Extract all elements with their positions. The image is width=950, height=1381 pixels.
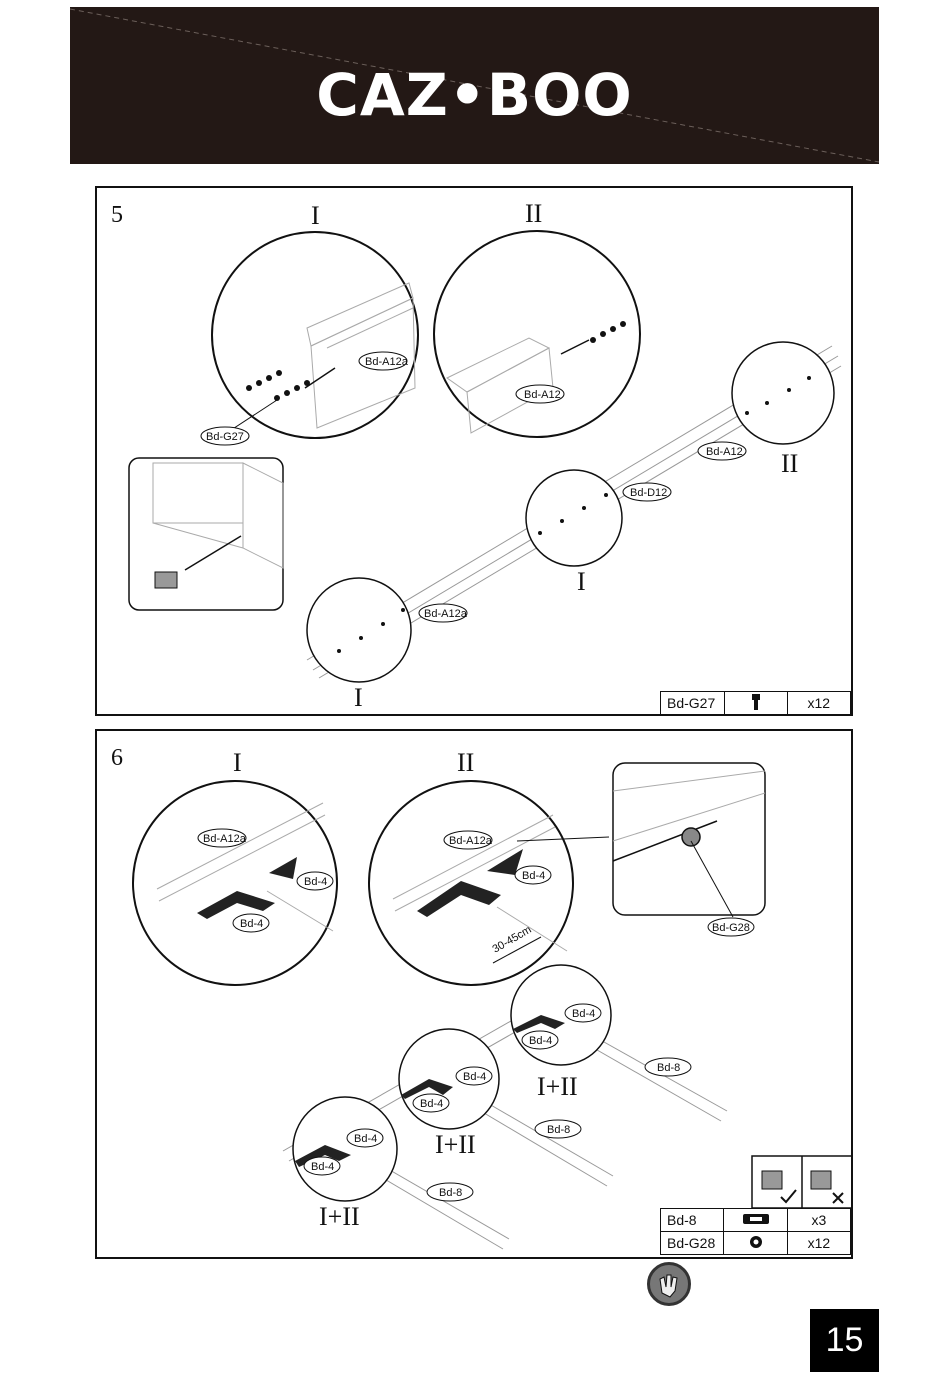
callout-a12-top: Bd-A12 [524, 389, 561, 401]
detail-circle-ii-rail [732, 342, 834, 444]
part-qty: x3 [787, 1209, 850, 1232]
part-code: Bd-G28 [661, 1232, 724, 1255]
callout-bd4-r1: Bd-4 [572, 1008, 595, 1020]
part-code: Bd-G27 [661, 692, 725, 715]
label-i-ii-right: I+II [537, 1072, 578, 1101]
callout-a12a-left: Bd-A12a [203, 833, 247, 845]
callout-d12: Bd-D12 [630, 487, 667, 499]
part-code: Bd-8 [661, 1209, 724, 1232]
parts-row: Bd-G28 x12 [661, 1232, 851, 1255]
label-ii-top: II [525, 199, 542, 228]
gloves-icon [647, 1262, 691, 1306]
label-ii: II [457, 748, 474, 777]
callout-a12a-top: Bd-A12a [365, 356, 409, 368]
parts-row: Bd-G27 x12 [661, 692, 851, 715]
step-5-panel: 5 [95, 186, 853, 716]
callout-bd4-m1: Bd-4 [463, 1071, 486, 1083]
callout-g27: Bd-G27 [206, 431, 244, 443]
label-i-mid: I [577, 567, 586, 596]
callout-a12a-bottom: Bd-A12a [424, 608, 468, 620]
label-ii-rail: II [781, 449, 798, 478]
nut-icon [724, 1232, 787, 1255]
detail-circle-ii [434, 231, 640, 437]
label-i-top: I [311, 201, 320, 230]
callout-a12-mid: Bd-A12 [706, 446, 743, 458]
assembly-circle-left [293, 1097, 397, 1201]
part-qty: x12 [787, 1232, 850, 1255]
detail-circle-i-mid [526, 470, 622, 566]
closeup-box [129, 458, 283, 610]
callout-bd8-2: Bd-8 [547, 1124, 570, 1136]
callout-bd4-l1: Bd-4 [354, 1133, 377, 1145]
callout-bd4-right: Bd-4 [522, 870, 545, 882]
callout-g28: Bd-G28 [712, 922, 750, 934]
step-6-panel: 6 [95, 729, 853, 1259]
callout-a12a-right: Bd-A12a [449, 835, 493, 847]
detail-circle-i-bottom [307, 578, 411, 682]
bolt-icon [724, 692, 787, 715]
callout-bd4-l2: Bd-4 [311, 1161, 334, 1173]
nut-closeup [682, 828, 700, 846]
label-i-ii-left: I+II [319, 1202, 360, 1231]
callout-bd4-m2: Bd-4 [420, 1098, 443, 1110]
callout-bd4-r2: Bd-4 [529, 1035, 552, 1047]
callout-bd4-left-a: Bd-4 [304, 876, 327, 888]
brand-logo: CAZ•BOO [70, 61, 879, 129]
bolt-closeup [155, 572, 177, 588]
step-5-illustration: I II II I I Bd-A12a Bd-G27 Bd-A12 Bd-A12… [97, 188, 851, 714]
part-qty: x12 [787, 692, 850, 715]
label-i: I [233, 748, 242, 777]
parts-row: Bd-8 x3 [661, 1209, 851, 1232]
bracket-icon [724, 1209, 787, 1232]
callout-bd8-3: Bd-8 [439, 1187, 462, 1199]
label-i-ii-middle: I+II [435, 1130, 476, 1159]
parts-table-step5: Bd-G27 x12 [660, 691, 851, 715]
page-number: 15 [810, 1309, 879, 1372]
label-i-bottom: I [354, 683, 363, 712]
brand-header: CAZ•BOO [70, 7, 879, 164]
step-6-illustration: I II I+II I+II I+II Bd-A12a Bd-4 Bd-4 Bd… [97, 731, 851, 1257]
callout-bd8-1: Bd-8 [657, 1062, 680, 1074]
parts-table-step6: Bd-8 x3 Bd-G28 x12 [660, 1208, 851, 1255]
callout-bd4-left-b: Bd-4 [240, 918, 263, 930]
